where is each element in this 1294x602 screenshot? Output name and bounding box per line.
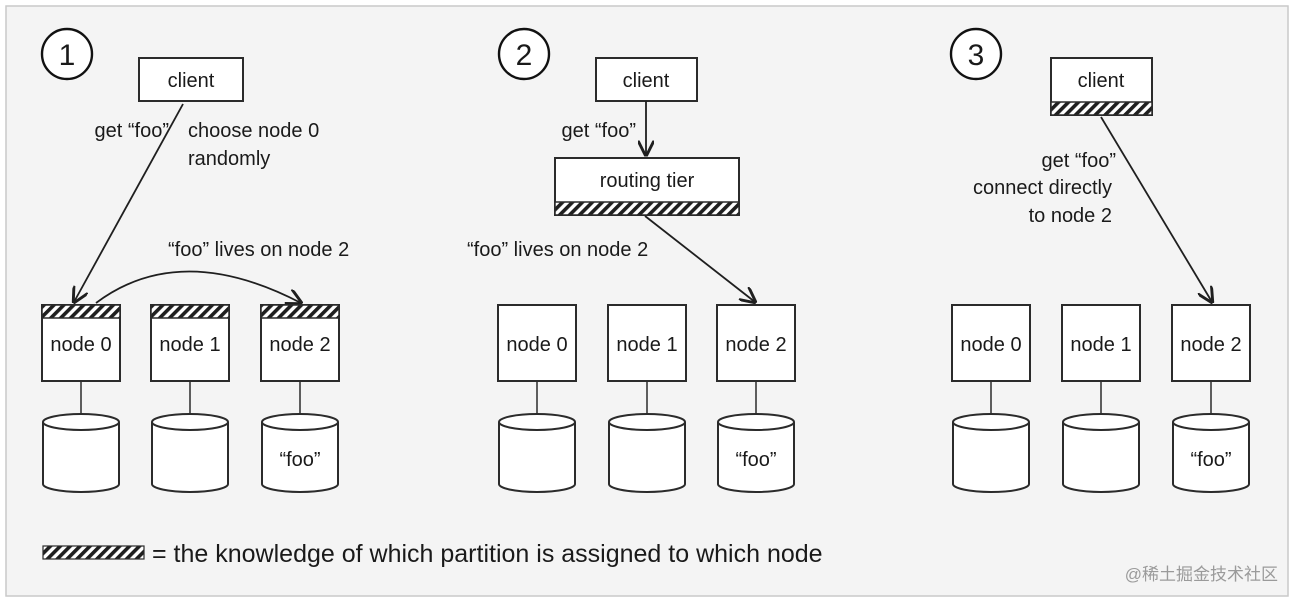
request-label: get “foo” (95, 120, 169, 142)
disk-icon (608, 413, 686, 493)
step-number-badge (40, 27, 94, 81)
client-label: client (623, 70, 670, 92)
step-number: 3 (968, 39, 985, 72)
watermark: @稀土掘金技术社区 (1125, 565, 1278, 584)
legend-hatch-swatch (42, 545, 145, 560)
node-box (1061, 304, 1141, 382)
node-box (607, 304, 687, 382)
node-box (716, 304, 796, 382)
disk-icon (1172, 413, 1250, 493)
routing-tier-label: routing tier (600, 170, 695, 192)
node-label: node 2 (725, 334, 786, 356)
panel-2: 2 client get “foo” routing tier “foo” li… (467, 27, 796, 493)
panel-1: 1 client get “foo” choose node 0 randoml… (40, 27, 349, 493)
node-label: node 2 (1180, 334, 1241, 356)
choice-label-line2: randomly (188, 148, 270, 170)
node-label: node 1 (616, 334, 677, 356)
step-number-badge (949, 27, 1003, 81)
panel-3: 3 client get “foo” connect directly to n… (949, 27, 1251, 493)
choice-label-line1: choose node 0 (188, 120, 319, 142)
disk-label: “foo” (735, 449, 776, 471)
disk-label: “foo” (1190, 449, 1231, 471)
disk-icon (717, 413, 795, 493)
request-arrow (74, 103, 184, 302)
disk-icon (1062, 413, 1140, 493)
step-number: 2 (516, 39, 533, 72)
client-label: client (1078, 70, 1125, 92)
node-label: node 0 (506, 334, 567, 356)
client-box (595, 57, 698, 102)
step-number-badge (497, 27, 551, 81)
connect-label-line2: to node 2 (1029, 205, 1112, 227)
legend: = the knowledge of which partition is as… (42, 540, 823, 568)
node-label: node 1 (159, 334, 220, 356)
forward-label: “foo” lives on node 2 (467, 239, 648, 261)
partition-knowledge-hatch (41, 304, 121, 319)
partition-knowledge-hatch (260, 304, 340, 319)
disk-icon (952, 413, 1030, 493)
legend-text: = the knowledge of which partition is as… (152, 540, 823, 568)
disk-icon (42, 413, 120, 493)
forward-arrow (95, 270, 301, 304)
disk-icon (498, 413, 576, 493)
client-label: client (168, 70, 215, 92)
request-arrow (1100, 116, 1212, 302)
connect-label-line1: connect directly (973, 177, 1112, 199)
disk-label: “foo” (279, 449, 320, 471)
request-label: get “foo” (562, 120, 636, 142)
disk-icon (261, 413, 339, 493)
partition-knowledge-hatch (1050, 101, 1153, 116)
forward-arrow (644, 215, 755, 302)
node-label: node 0 (50, 334, 111, 356)
request-label: get “foo” (1042, 150, 1116, 172)
node-box (497, 304, 577, 382)
node-label: node 0 (960, 334, 1021, 356)
node-label: node 2 (269, 334, 330, 356)
disk-icon (151, 413, 229, 493)
forward-label: “foo” lives on node 2 (168, 239, 349, 261)
node-label: node 1 (1070, 334, 1131, 356)
partition-knowledge-hatch (150, 304, 230, 319)
partition-knowledge-hatch (554, 201, 740, 216)
step-number: 1 (59, 39, 76, 72)
client-box (138, 57, 244, 102)
